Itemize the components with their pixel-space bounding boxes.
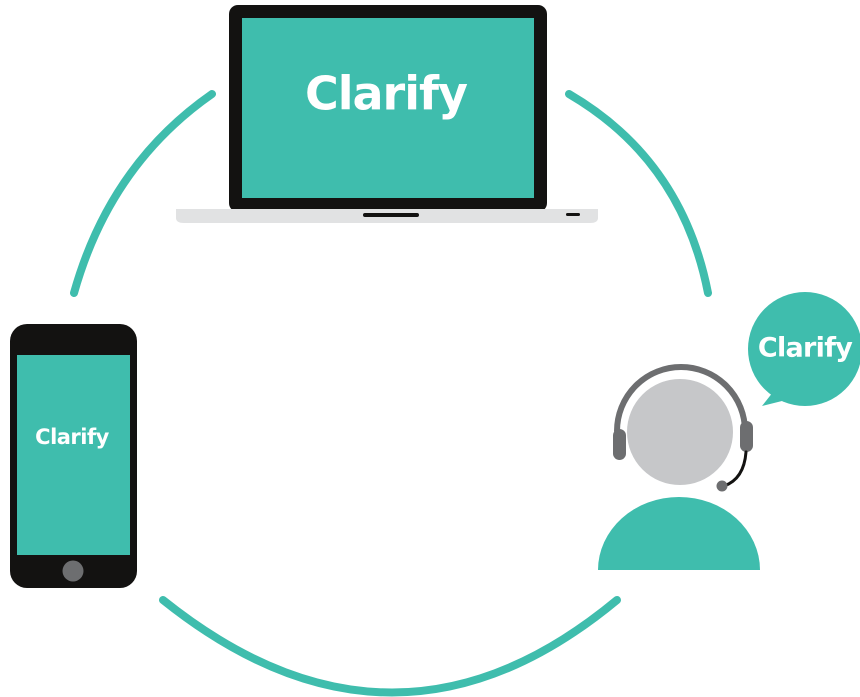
headset-microphone xyxy=(716,480,728,492)
headset-microphone-boom xyxy=(722,450,748,488)
speech-bubble-body xyxy=(748,292,860,406)
speech-bubble: Clarify xyxy=(748,292,860,406)
agent-shoulders xyxy=(598,497,760,570)
arc-laptop-to-phone xyxy=(70,90,216,297)
arc-laptop-to-agent xyxy=(565,90,712,297)
phone-screen-text: Clarify xyxy=(35,425,109,449)
headset-left-earpiece xyxy=(613,429,626,460)
laptop-device: Clarify xyxy=(176,5,598,223)
laptop-screen-text: Clarify xyxy=(305,67,468,121)
laptop-indicator-light xyxy=(566,213,580,216)
connection-arcs xyxy=(70,90,712,697)
headset-right-earpiece xyxy=(740,421,753,452)
support-agent xyxy=(598,364,760,570)
agent-head xyxy=(627,379,733,485)
phone-home-button xyxy=(62,560,84,582)
phone-screen xyxy=(17,355,130,555)
headset-band xyxy=(614,364,748,434)
laptop-hinge xyxy=(363,213,419,217)
phone-device: Clarify xyxy=(10,324,137,588)
laptop-screen xyxy=(242,18,534,198)
speech-bubble-text: Clarify xyxy=(758,333,853,364)
arc-phone-to-agent xyxy=(159,596,621,697)
